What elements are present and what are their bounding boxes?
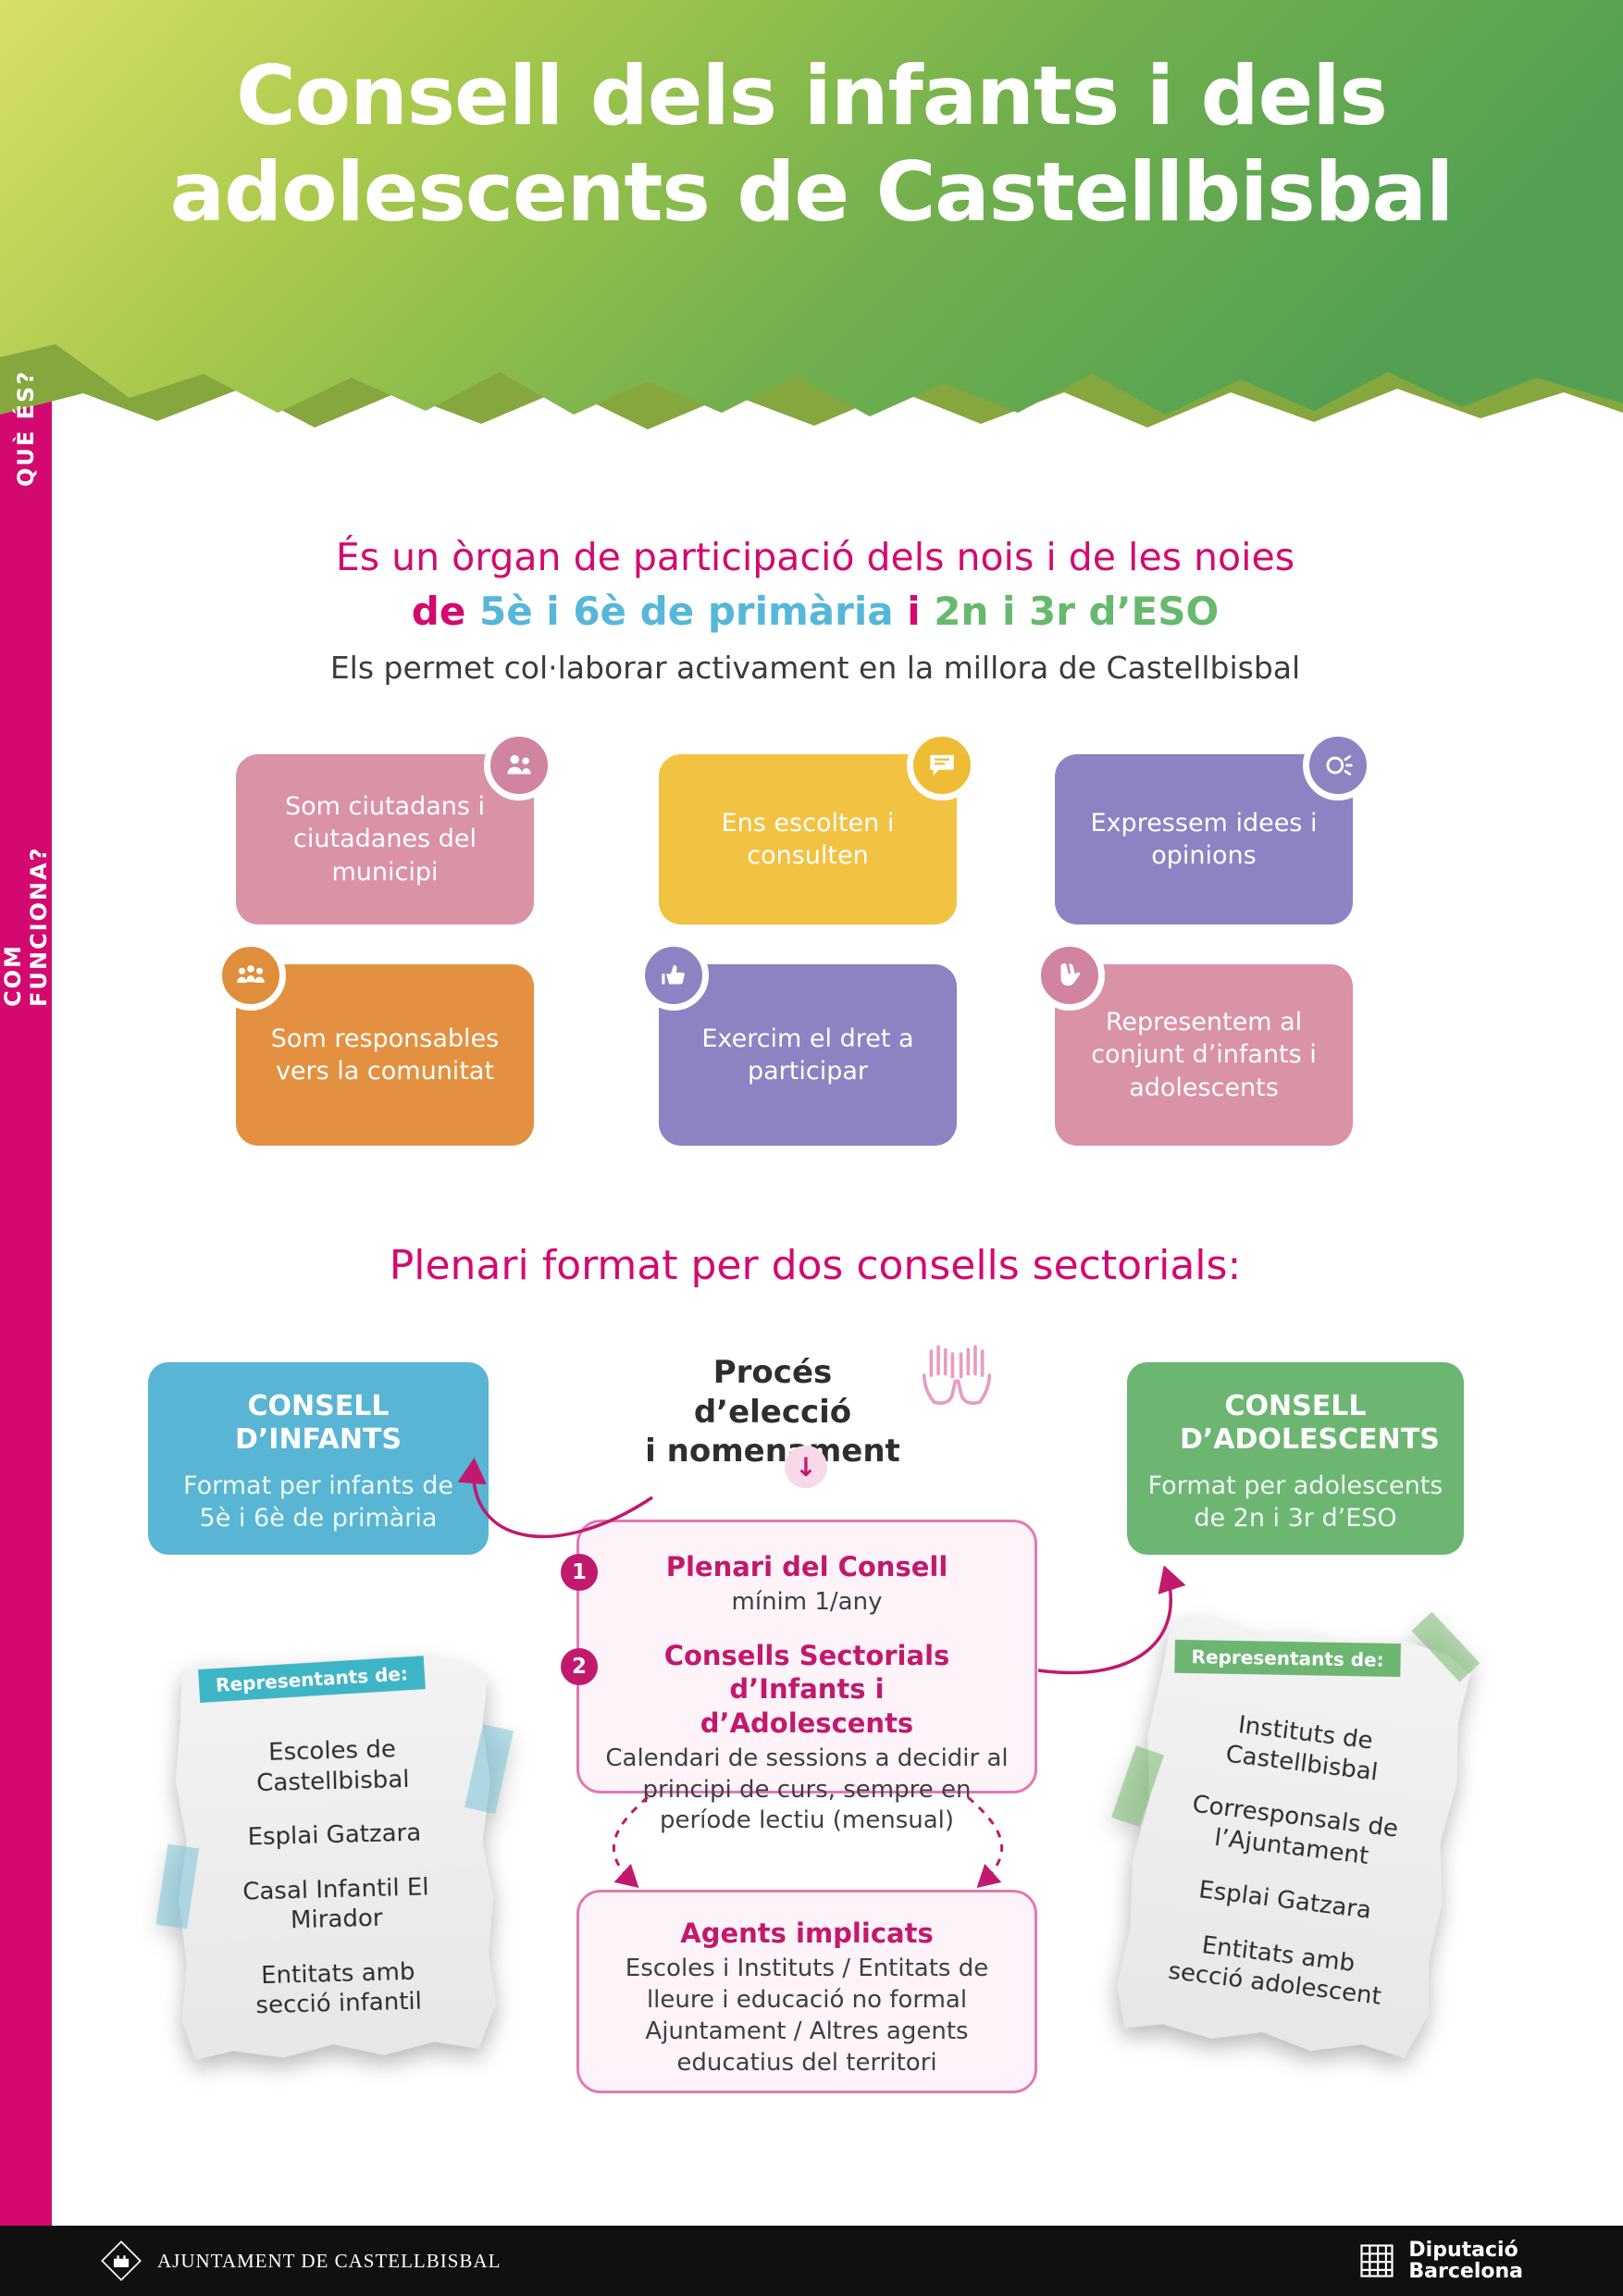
left-representants-note: Representants de: Escoles de Castellbisb… — [155, 1655, 514, 2061]
sidebar-label-com-funciona: COM FUNCIONA? — [0, 846, 52, 1008]
card-label: Representem al conjunt d’infants i adole… — [1091, 1008, 1317, 1102]
card-label: Som ciutadans i ciutadanes del municipi — [284, 792, 486, 887]
agents-title: Agents implicats — [680, 1917, 934, 1949]
intro-de: de — [411, 589, 466, 634]
page-title-line2: adolescents de Castellbisbal — [169, 143, 1454, 240]
card-label: Som responsables vers la comunitat — [270, 1024, 500, 1086]
down-arrow-badge: ↓ — [785, 1446, 827, 1488]
right-representants-note: Representants de: Instituts de Castellbi… — [1111, 1611, 1481, 2065]
thumbs-up-icon — [638, 940, 709, 1011]
speech-bubble-icon — [907, 730, 977, 800]
intro-subtitle: Els permet col·laborar activament en la … — [329, 650, 1301, 686]
intro-primaria: 5è i 6è de primària — [478, 589, 894, 634]
citizens-icon — [484, 730, 554, 800]
card-label: Ens escolten i consulten — [721, 808, 895, 870]
section-heading-plenari: Plenari format per dos consells sectoria… — [389, 1242, 1242, 1289]
right-note-item: Esplai Gatzara — [1196, 1876, 1373, 1925]
diputacio-label-line2: Barcelona — [1408, 2260, 1523, 2283]
torn-paper: Instituts de Castellbisbal Corresponsals… — [1112, 1611, 1474, 2065]
card-ens-escolten: Ens escolten i consulten — [659, 730, 977, 925]
step-2-badge: 2 — [561, 1648, 598, 1685]
proces-eleccio-title: Procés d’elecció i nomenament — [638, 1353, 907, 1471]
left-note-item: Esplai Gatzara — [247, 1818, 422, 1852]
consell-infants-box: CONSELL D’INFANTS Format per infants de … — [148, 1362, 489, 1555]
agents-desc: Escoles i Instituts / Entitats de lleure… — [625, 1955, 989, 2077]
consell-infants-title: CONSELL D’INFANTS — [234, 1390, 402, 1456]
footer: AJUNTAMENT DE CASTELLBISBAL Diputació Ba… — [0, 2226, 1623, 2296]
consell-adolescents-title: CONSELL D’ADOLESCENTS — [1180, 1390, 1440, 1456]
card-label: Exercim el dret a participar — [701, 1024, 914, 1086]
page-title-line1: Consell dels infants i dels — [236, 48, 1388, 143]
raised-hands-icon — [922, 1345, 992, 1405]
castle-crest-icon — [101, 2240, 142, 2281]
agents-implicats-box: Agents implicats Escoles i Instituts / E… — [576, 1890, 1037, 2093]
ajuntament-label: AJUNTAMENT DE CASTELLBISBAL — [157, 2249, 502, 2272]
left-note-item: Casal Infantil El Mirador — [242, 1872, 429, 1935]
diputacio-logo-block: Diputació Barcelona — [1357, 2240, 1523, 2282]
card-representem: Representem al conjunt d’infants i adole… — [1035, 940, 1353, 1146]
step-1-badge: 1 — [561, 1554, 598, 1591]
diputacio-label-line1: Diputació — [1408, 2238, 1518, 2262]
proces-line1: Procés d’elecció — [693, 1354, 852, 1431]
step-2-title: Consells Sectorials d’Infants i d’Adoles… — [663, 1640, 950, 1739]
step-2-desc: Calendari de sessions a decidir al princ… — [605, 1744, 1009, 1835]
consell-infants-desc: Format per infants de 5è i 6è de primàri… — [183, 1471, 453, 1533]
card-som-ciutadans: Som ciutadans i ciutadanes del municipi — [236, 730, 554, 925]
diputacio-icon — [1360, 2244, 1394, 2277]
card-label: Expressem idees i opinions — [1090, 808, 1318, 870]
sidebar-strip — [0, 315, 52, 2227]
peace-hand-icon — [1035, 940, 1105, 1011]
left-note-item: Escoles de Castellbisbal — [255, 1735, 410, 1797]
card-exercim-dret: Exercim el dret a participar — [638, 940, 957, 1146]
left-note-item: Entitats amb secció infantil — [255, 1957, 423, 2020]
step-1-desc: mínim 1/any — [731, 1588, 883, 1617]
header: Consell dels infants i dels adolescents … — [0, 0, 1623, 463]
ajuntament-logo-block: AJUNTAMENT DE CASTELLBISBAL — [100, 2240, 501, 2282]
plenari-box: 1 2 Plenari del Consell mínim 1/any Cons… — [561, 1520, 1037, 1834]
intro-line1: És un òrgan de participació dels nois i … — [335, 535, 1295, 579]
right-note-item: Entitats amb secció adolescent — [1166, 1930, 1383, 2011]
page-title: Consell dels infants i dels adolescents … — [0, 48, 1623, 241]
community-icon — [216, 940, 286, 1011]
down-arrow-icon: ↓ — [795, 1451, 817, 1483]
express-ideas-icon — [1303, 730, 1373, 800]
card-som-responsables: Som responsables vers la comunitat — [216, 940, 534, 1146]
card-expressem-idees: Expressem idees i opinions — [1055, 730, 1373, 925]
consell-adolescents-box: CONSELL D’ADOLESCENTS Format per adolesc… — [1127, 1362, 1464, 1555]
proces-line2: i nomenament — [645, 1433, 900, 1470]
arrow-to-consell-adolescents — [1037, 1565, 1186, 1675]
right-note-item: Instituts de Castellbisbal — [1224, 1711, 1380, 1787]
right-note-badge: Representants de: — [1174, 1639, 1401, 1678]
right-note-item: Corresponsals de l’Ajuntament — [1190, 1790, 1400, 1870]
torn-paper-edge — [0, 0, 1623, 429]
step-1-title: Plenari del Consell — [665, 1551, 948, 1582]
intro-i: i — [907, 589, 921, 634]
intro-eso: 2n i 3r d’ESO — [934, 589, 1220, 634]
sidebar-label-que-es: QUÈ ÉS? — [13, 369, 39, 488]
intro-line2: de 5è i 6è de primària i 2n i 3r d’ESO — [52, 589, 1579, 634]
torn-paper: Escoles de Castellbisbal Esplai Gatzara … — [172, 1655, 497, 2061]
consell-adolescents-desc: Format per adolescents de 2n i 3r d’ESO — [1147, 1471, 1443, 1533]
